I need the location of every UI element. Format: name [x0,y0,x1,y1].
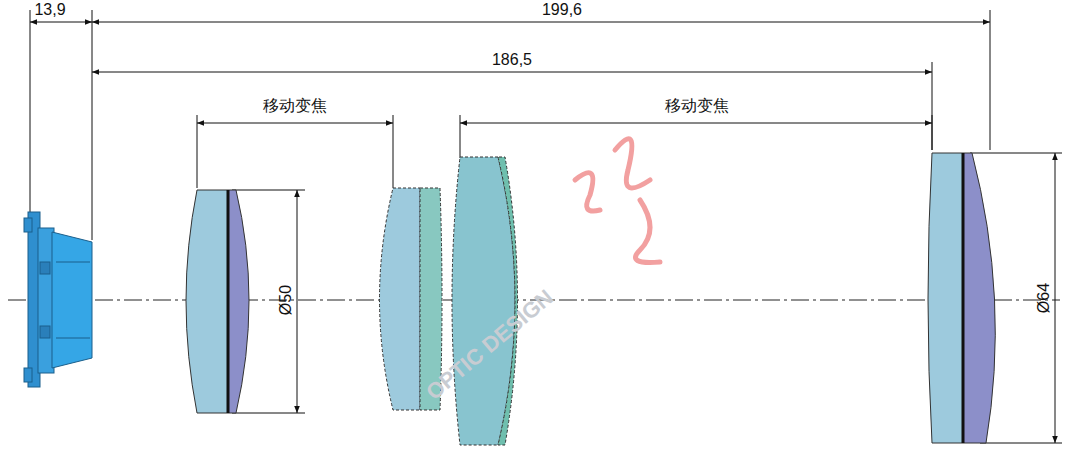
lens-group-4 [928,153,995,443]
logo-mark [575,139,660,263]
diameter-label: Ø50 [278,285,294,315]
zoom-note: 移动变焦 [663,98,731,114]
dimension-label: 199,6 [540,2,584,18]
dimension-lines [30,10,1062,443]
dimension-label: 186,5 [490,52,534,68]
diameter-label: Ø64 [1036,283,1052,313]
camera-sensor [24,212,92,387]
zoom-note: 移动变焦 [261,98,329,114]
dimension-label: 13,9 [32,2,67,18]
lens-group-2 [380,188,443,410]
lens-group-3 [452,157,518,445]
lens-group-1 [186,190,249,413]
